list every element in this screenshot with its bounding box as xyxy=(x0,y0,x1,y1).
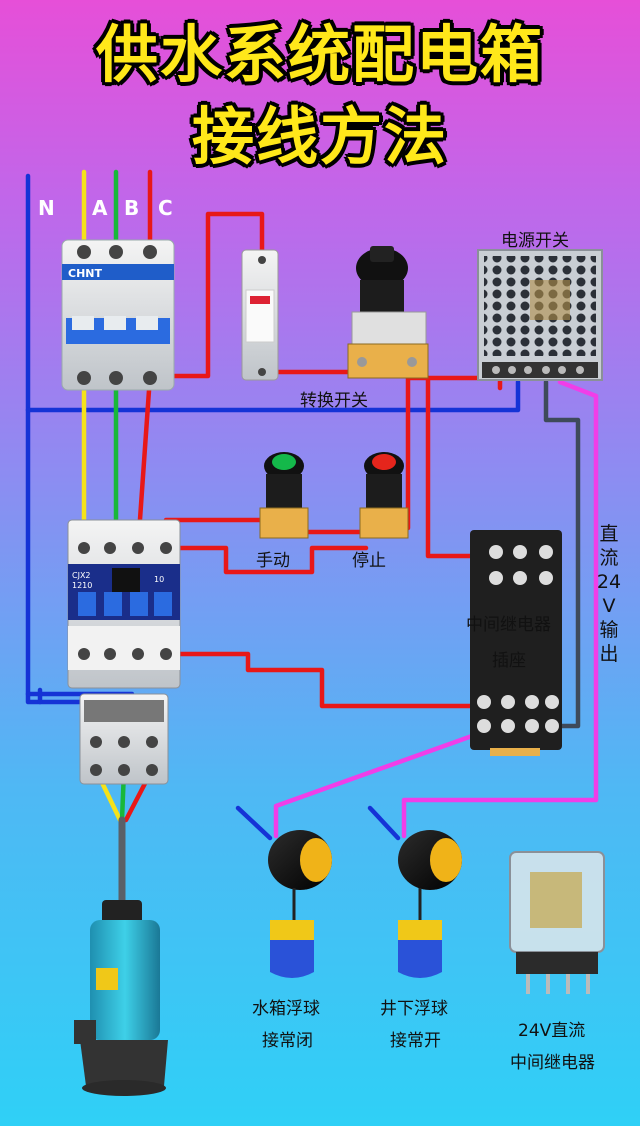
label-manual: 手动 xyxy=(256,551,290,571)
contactor-model-1: CJX2 xyxy=(72,571,91,580)
wire-aux-to-stop xyxy=(163,545,369,575)
wire-dc-magenta xyxy=(401,379,599,839)
wire-dc-relay xyxy=(273,723,503,839)
phase-label-b: B xyxy=(124,196,140,220)
title-line-2: 接线方法 xyxy=(191,100,448,173)
intermediate-relay-24v xyxy=(509,851,605,994)
phase-label-a: A xyxy=(92,196,108,220)
label-tank-float-1: 水箱浮球 xyxy=(252,999,320,1019)
label-relay-24v-2: 中间继电器 xyxy=(510,1053,595,1073)
contactor-aux: 10 xyxy=(154,575,164,584)
label-relay-socket-1: 中间继电器 xyxy=(466,615,551,635)
well-float-switch xyxy=(398,830,462,978)
manual-button xyxy=(259,452,309,539)
circuit-breaker: CHNT xyxy=(61,239,175,391)
wire-coil-to-relay xyxy=(163,651,487,709)
label-power-supply: 电源开关 xyxy=(501,231,569,251)
power-supply xyxy=(477,249,603,381)
wire-c-out xyxy=(135,373,153,551)
contactor: CJX2 1210 10 xyxy=(67,519,181,689)
title-line-1: 供水系统配电箱 xyxy=(95,18,544,91)
wire-dc-gray xyxy=(543,379,581,729)
label-well-float-1: 井下浮球 xyxy=(380,999,448,1019)
stop-button xyxy=(359,452,409,539)
label-well-float-2: 接常开 xyxy=(390,1031,441,1051)
label-tank-float-2: 接常闭 xyxy=(262,1031,313,1051)
label-stop: 停止 xyxy=(352,551,386,571)
contactor-model-2: 1210 xyxy=(72,581,92,590)
label-selector-switch: 转换开关 xyxy=(300,391,368,411)
wire-n-branch xyxy=(25,379,521,413)
submersible-pump xyxy=(74,900,168,1096)
relay-socket xyxy=(470,530,562,756)
thermal-overload-relay xyxy=(79,693,169,785)
phase-label-c: C xyxy=(158,196,173,220)
breaker-brand: CHNT xyxy=(68,267,102,280)
tank-float-switch xyxy=(268,830,332,978)
label-relay-socket-2: 插座 xyxy=(492,651,526,671)
phase-label-n: N xyxy=(38,196,55,220)
wire-control-top xyxy=(147,211,265,379)
label-dc-output: 直流24V输出 xyxy=(596,523,622,665)
wire-float-blue-2 xyxy=(367,805,401,841)
wire-float-blue-1 xyxy=(235,805,273,841)
fuse-holder xyxy=(241,249,279,381)
label-relay-24v-1: 24V直流 xyxy=(518,1021,586,1041)
selector-switch xyxy=(347,246,429,379)
